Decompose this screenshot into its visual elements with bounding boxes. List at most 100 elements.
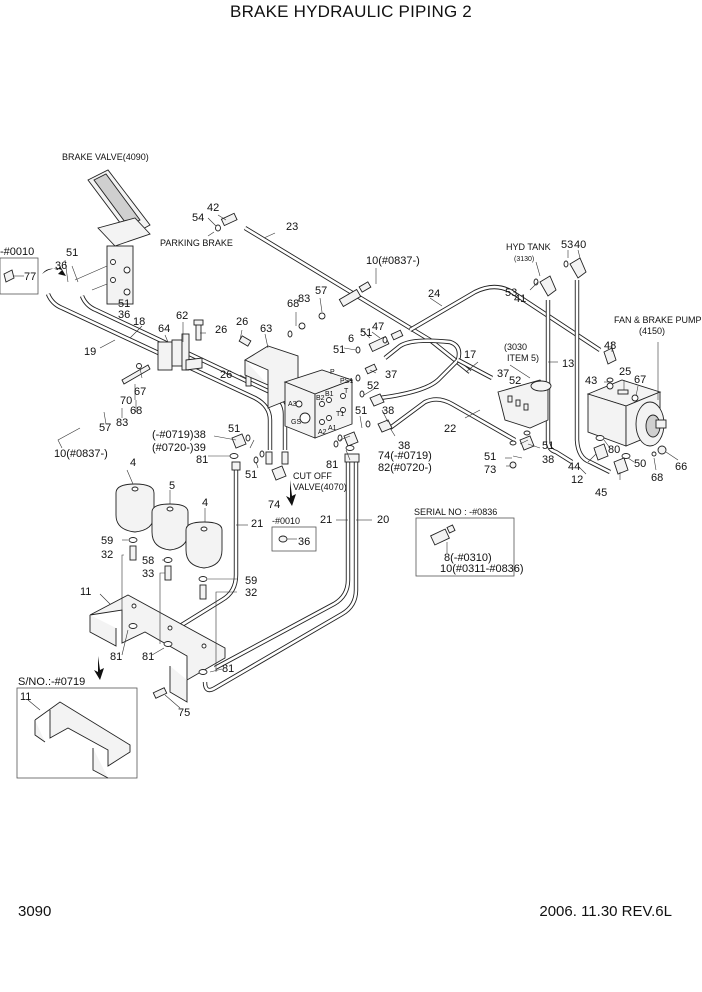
- callout-cut-off-valve-a: CUT OFF: [293, 471, 332, 481]
- part-label-13: 13: [562, 358, 574, 370]
- serial-box-title: SERIAL NO : -#0836: [414, 507, 497, 517]
- accumulator-4-left: [115, 483, 155, 561]
- leader-lines: [27, 214, 679, 711]
- port-a3: A3: [288, 401, 297, 408]
- part-label-37-b: 37: [497, 368, 509, 380]
- pipe-12: [574, 280, 611, 474]
- part-label-59-a: 59: [101, 535, 113, 547]
- part-label-77: 77: [24, 271, 36, 283]
- pipe-13: [545, 300, 574, 464]
- part-label-75: 75: [178, 707, 190, 719]
- callout-cut-off-valve-b: VALVE(4070): [293, 482, 347, 492]
- part-label-17: 17: [464, 349, 476, 361]
- part-label-40: 40: [574, 239, 586, 251]
- inset-box-0010-left: [0, 257, 39, 295]
- part-label-38-c: 38: [542, 454, 554, 466]
- part-label-4-b: 4: [202, 497, 208, 509]
- part-label-51-e: 51: [355, 405, 367, 417]
- page-number: 3090: [18, 903, 52, 920]
- part-label-81-d: 81: [142, 651, 154, 663]
- part-label-74-82-a: 74(-#0719): [378, 450, 432, 462]
- fittings-74-81: [229, 431, 360, 481]
- accumulator-5: [151, 503, 189, 581]
- part-label-51-b: 51: [118, 298, 130, 310]
- pipe-17: [379, 338, 494, 401]
- part-label-53-b: 53: [561, 239, 573, 251]
- part-label-47: 47: [372, 321, 384, 333]
- brake-valve: [74, 169, 151, 305]
- inset-box-0010-mid: [271, 526, 317, 552]
- part-label-11-a: 11: [80, 586, 91, 598]
- part-label-43: 43: [585, 375, 597, 387]
- part-label-10-serial: 10(#0311-#0836): [440, 563, 524, 575]
- pressure-switch-10: [287, 281, 372, 338]
- pipe-clamp: [157, 333, 203, 371]
- inset-0010-mid-title: -#0010: [272, 516, 300, 526]
- part-label-42: 42: [207, 202, 219, 214]
- part-label-38-b: 38: [398, 440, 410, 452]
- part-label-11-b: 11: [20, 691, 31, 703]
- pipe-21: [178, 462, 239, 628]
- pipe-20: [202, 462, 359, 693]
- part-label-25: 25: [619, 366, 631, 378]
- part-label-38-39-a: (-#0719)38: [152, 429, 206, 441]
- bolt-70: [121, 363, 151, 385]
- port-b1: B1: [325, 391, 334, 398]
- part-label-36-b: 36: [118, 309, 130, 321]
- port-a2: A2: [318, 429, 327, 436]
- revision-date: 2006. 11.30 REV.6L: [539, 903, 672, 920]
- part-label-26-c: 26: [220, 369, 232, 381]
- part-label-57-a: 57: [99, 422, 111, 434]
- port-t: T: [344, 388, 349, 395]
- inset-0010-left-title: -#0010: [0, 246, 34, 258]
- part-label-59-b: 59: [245, 575, 257, 587]
- pipe-21-b: [213, 462, 351, 670]
- page-title: BRAKE HYDRAULIC PIPING 2: [230, 2, 472, 21]
- part-label-21-a: 21: [251, 518, 263, 530]
- port-a1: A1: [328, 425, 337, 432]
- part-label-51-i: 51: [245, 469, 257, 481]
- callout-fan-brake-pump: FAN & BRAKE PUMP: [614, 315, 702, 325]
- port-ps1: PS1: [340, 378, 353, 385]
- plug-36: [278, 535, 288, 543]
- callout-hyd-tank-ref: (3130): [514, 256, 534, 263]
- port-t1: T1: [336, 411, 344, 418]
- fan-brake-pump: [586, 347, 667, 475]
- part-label-74-82-b: 82(#0720-): [378, 462, 432, 474]
- part-label-70: 70: [120, 395, 132, 407]
- port-p: P: [330, 369, 335, 376]
- part-label-52-b: 52: [509, 375, 521, 387]
- part-label-23: 23: [286, 221, 298, 233]
- part-label-51-h: 51: [228, 423, 240, 435]
- arrows: [42, 266, 296, 680]
- bolts-26: [193, 319, 252, 387]
- part-label-57-b: 57: [315, 285, 327, 297]
- part-label-62: 62: [176, 310, 188, 322]
- part-label-51-c: 51: [360, 327, 372, 339]
- part-label-48: 48: [604, 340, 616, 352]
- part-label-51-g: 51: [484, 451, 496, 463]
- part-label-24: 24: [428, 288, 440, 300]
- accumulator-4-right: [185, 521, 223, 600]
- pipe-18: [45, 293, 273, 450]
- part-label-36-c: 36: [298, 536, 310, 548]
- part-label-68-a: 68: [130, 405, 142, 417]
- callout-parking-brake: PARKING BRAKE: [160, 238, 233, 248]
- part-label-18: 18: [133, 316, 145, 328]
- cut-off-valve-block: [283, 369, 354, 439]
- part-label-6: 6: [348, 333, 354, 345]
- part-number-labels: 42 54 23 51 36 77 51 36 18 19 62 64 26 2…: [20, 202, 687, 719]
- part-label-32-a: 32: [101, 549, 113, 561]
- manifold-item5: [497, 379, 552, 469]
- bracket-11-old: [34, 701, 131, 779]
- part-label-51-d: 51: [333, 344, 345, 356]
- part-label-10-a: 10(#0837-): [54, 448, 108, 460]
- part-label-68-c: 68: [651, 472, 663, 484]
- bracket-11: [89, 594, 226, 703]
- part-label-73: 73: [484, 464, 496, 476]
- serial-inset-title: S/NO.:-#0719: [18, 676, 85, 688]
- part-label-41: 41: [514, 293, 526, 305]
- part-label-20: 20: [377, 514, 389, 526]
- part-label-4-a: 4: [130, 457, 136, 469]
